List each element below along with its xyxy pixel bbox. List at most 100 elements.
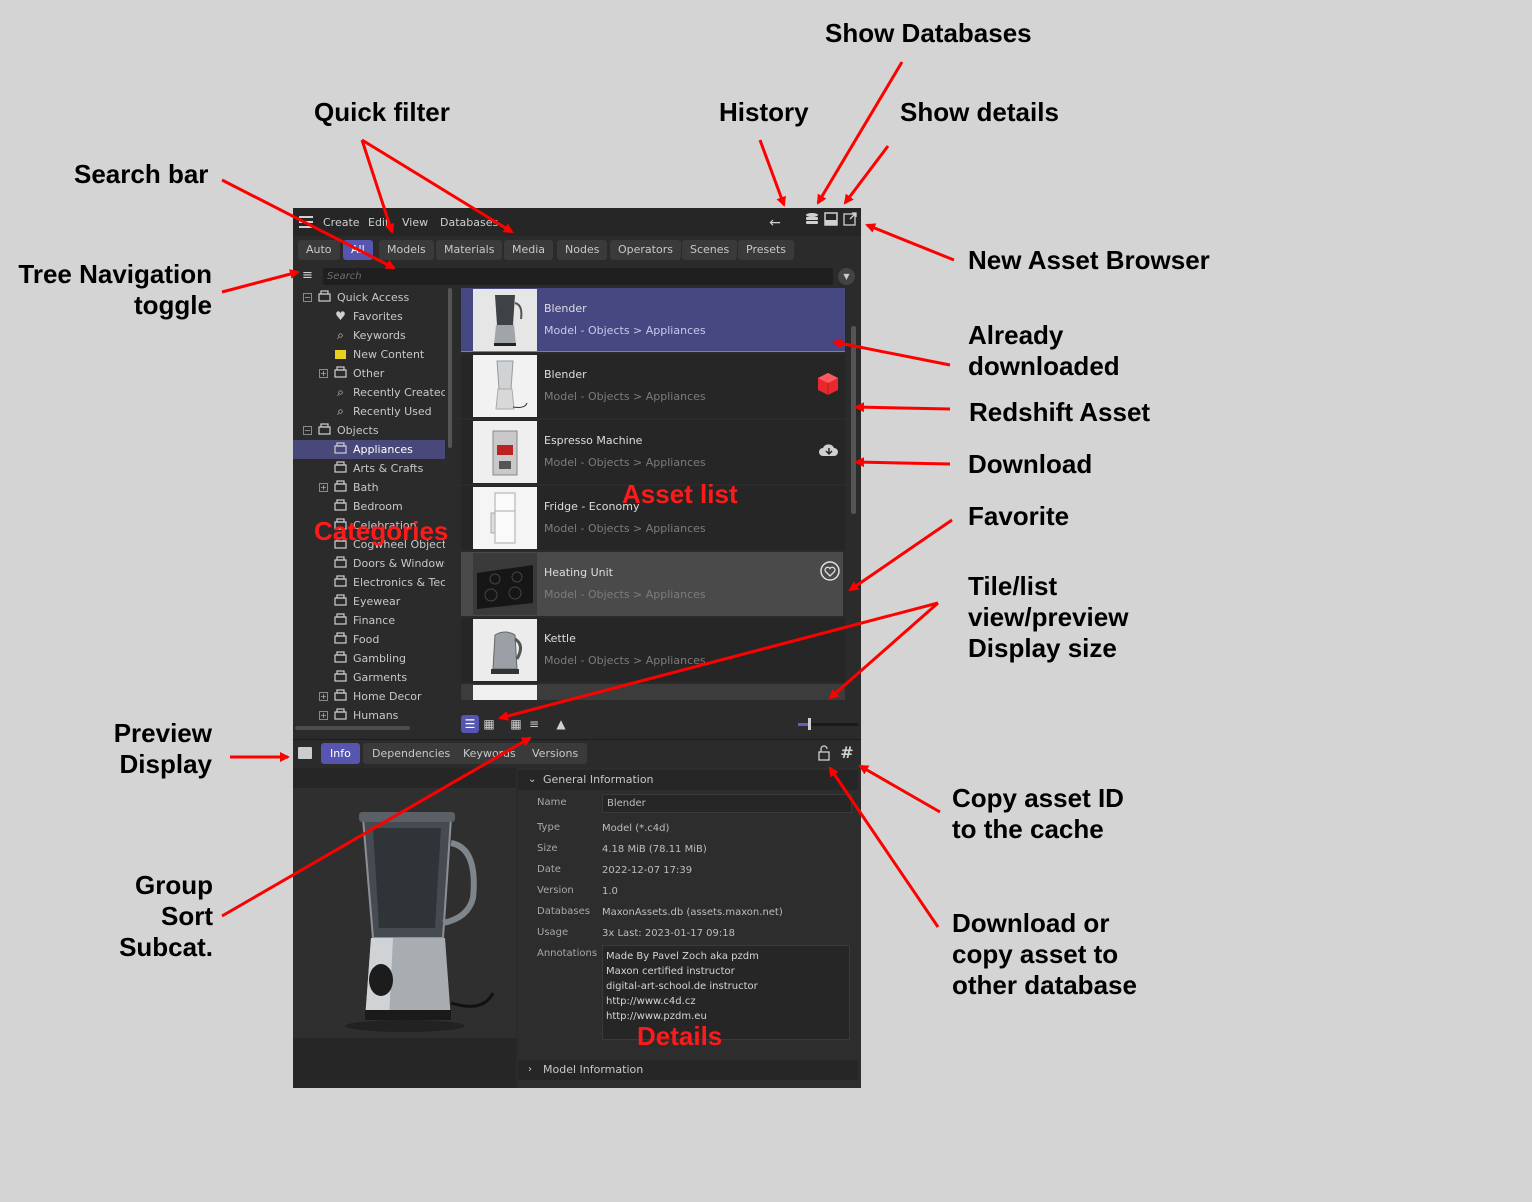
- asset-thumbnail: [473, 487, 537, 549]
- version-value: 1.0: [602, 886, 618, 897]
- show-databases-icon[interactable]: [803, 212, 821, 230]
- tree-item-arts-and-crafts[interactable]: Arts & Crafts: [293, 459, 445, 478]
- tree-item-doors-and-windows[interactable]: Doors & Windows: [293, 554, 445, 573]
- name-field[interactable]: Blender: [602, 794, 852, 813]
- tile-view-button[interactable]: ▦: [483, 717, 495, 731]
- group-general-information[interactable]: ⌄ General Information: [518, 770, 858, 790]
- expand-icon[interactable]: +: [319, 692, 328, 701]
- tree-scrollbar[interactable]: [448, 288, 452, 448]
- expand-icon[interactable]: +: [319, 369, 328, 378]
- menu-view[interactable]: View: [402, 216, 429, 229]
- heart-icon: ♥: [335, 309, 346, 323]
- menu-databases[interactable]: Databases: [440, 216, 499, 229]
- tree-item-gambling[interactable]: Gambling: [293, 649, 445, 668]
- cloud-download-icon[interactable]: [817, 442, 841, 466]
- expand-icon[interactable]: +: [319, 711, 328, 720]
- tab-versions[interactable]: Versions: [523, 743, 588, 764]
- display-size-slider[interactable]: [798, 718, 858, 730]
- tree-item-objects[interactable]: −Objects: [293, 421, 445, 440]
- menu-create[interactable]: Create: [323, 216, 360, 229]
- tree-item-recently-used[interactable]: ⌕Recently Used: [293, 402, 445, 421]
- tab-dependencies[interactable]: Dependencies: [363, 743, 460, 764]
- annotation-preview-display: Preview Display: [113, 718, 212, 779]
- tree-item-favorites[interactable]: ♥Favorites: [293, 307, 445, 326]
- show-details-icon[interactable]: [822, 212, 840, 230]
- annotations-field[interactable]: Made By Pavel Zoch aka pzdm Maxon certif…: [602, 945, 850, 1040]
- filter-operators[interactable]: Operators: [610, 240, 681, 260]
- tree-item-appliances[interactable]: Appliances: [293, 440, 445, 459]
- tree-item-label: Bedroom: [353, 500, 403, 513]
- panel-divider[interactable]: [293, 739, 861, 740]
- history-back-icon[interactable]: ←: [769, 215, 781, 231]
- menu-bar: Create Edit View Databases ←: [293, 208, 861, 236]
- annotation-line: digital-art-school.de instructor: [606, 981, 758, 992]
- filter-presets[interactable]: Presets: [738, 240, 795, 260]
- tree-item-label: Garments: [353, 671, 408, 684]
- tree-navigation-toggle-icon[interactable]: ≡: [302, 268, 313, 283]
- tree-item-humans[interactable]: +Humans: [293, 706, 445, 725]
- tree-item-cogwheel-objects[interactable]: Cogwheel Objects: [293, 535, 445, 554]
- collapse-icon[interactable]: −: [303, 293, 312, 302]
- sort-button[interactable]: ≡: [528, 717, 540, 731]
- tree-item-food[interactable]: Food: [293, 630, 445, 649]
- asset-thumbnail: [473, 355, 537, 417]
- filter-scenes[interactable]: Scenes: [682, 240, 738, 260]
- preview-display-icon[interactable]: [298, 747, 312, 759]
- tree-item-bedroom[interactable]: Bedroom: [293, 497, 445, 516]
- filter-models[interactable]: Models: [379, 240, 434, 260]
- tab-keywords[interactable]: Keywords: [454, 743, 525, 764]
- heart-icon[interactable]: [818, 560, 842, 584]
- asset-item-partial[interactable]: [461, 684, 845, 700]
- box-icon: [333, 670, 348, 685]
- tree-item-celebration[interactable]: Celebration: [293, 516, 445, 535]
- tree-item-finance[interactable]: Finance: [293, 611, 445, 630]
- tree-horizontal-scrollbar[interactable]: [295, 726, 410, 730]
- tree-item-home-decor[interactable]: +Home Decor: [293, 687, 445, 706]
- asset-thumbnail: [473, 619, 537, 681]
- box-icon: [333, 556, 348, 571]
- tree-item-label: Doors & Windows: [353, 557, 445, 570]
- annotation-redshift-asset: Redshift Asset: [969, 397, 1151, 427]
- tree-item-garments[interactable]: Garments: [293, 668, 445, 687]
- asset-path: Model - Objects > Appliances: [544, 456, 706, 469]
- filter-media[interactable]: Media: [504, 240, 554, 260]
- tree-item-recently-created[interactable]: ⌕Recently Created: [293, 383, 445, 402]
- subcategories-button[interactable]: ▲: [556, 717, 566, 731]
- download-copy-asset-icon[interactable]: [815, 745, 833, 763]
- hamburger-menu-icon[interactable]: [299, 216, 313, 228]
- tree-item-other[interactable]: +Other: [293, 364, 445, 383]
- group-button[interactable]: ▦: [510, 717, 522, 731]
- group-model-information[interactable]: › Model Information: [518, 1060, 858, 1080]
- search-options-icon[interactable]: ▼: [838, 268, 855, 285]
- list-view-button[interactable]: ☰: [461, 715, 479, 733]
- new-asset-browser-icon[interactable]: [841, 212, 859, 230]
- box-icon: [317, 423, 332, 438]
- asset-list-scrollbar[interactable]: [851, 326, 856, 514]
- filter-nodes[interactable]: Nodes: [557, 240, 608, 260]
- tree-item-electronics-and-techn[interactable]: Electronics & Techn: [293, 573, 445, 592]
- usage-value: 3x Last: 2023-01-17 09:18: [602, 928, 735, 939]
- filter-materials[interactable]: Materials: [436, 240, 503, 260]
- search-input[interactable]: [323, 268, 833, 285]
- annotation-already-downloaded: Already downloaded: [968, 320, 1120, 381]
- tree-item-eyewear[interactable]: Eyewear: [293, 592, 445, 611]
- expand-icon[interactable]: +: [319, 483, 328, 492]
- menu-edit[interactable]: Edit: [368, 216, 390, 229]
- filter-all[interactable]: All: [343, 240, 373, 260]
- copy-asset-id-icon[interactable]: #: [840, 743, 854, 762]
- tree-item-new-content[interactable]: New Content: [293, 345, 445, 364]
- collapse-icon[interactable]: −: [303, 426, 312, 435]
- tree-item-keywords[interactable]: ⌕Keywords: [293, 326, 445, 345]
- tree-item-quick-access[interactable]: −Quick Access: [293, 288, 445, 307]
- tree-item-bath[interactable]: +Bath: [293, 478, 445, 497]
- filter-auto[interactable]: Auto: [298, 240, 340, 260]
- view-toolbar: ☰ ▦ ▦ ≡ ▲: [461, 715, 861, 737]
- tab-info[interactable]: Info: [321, 743, 360, 764]
- asset-path: Model - Objects > Appliances: [544, 390, 706, 403]
